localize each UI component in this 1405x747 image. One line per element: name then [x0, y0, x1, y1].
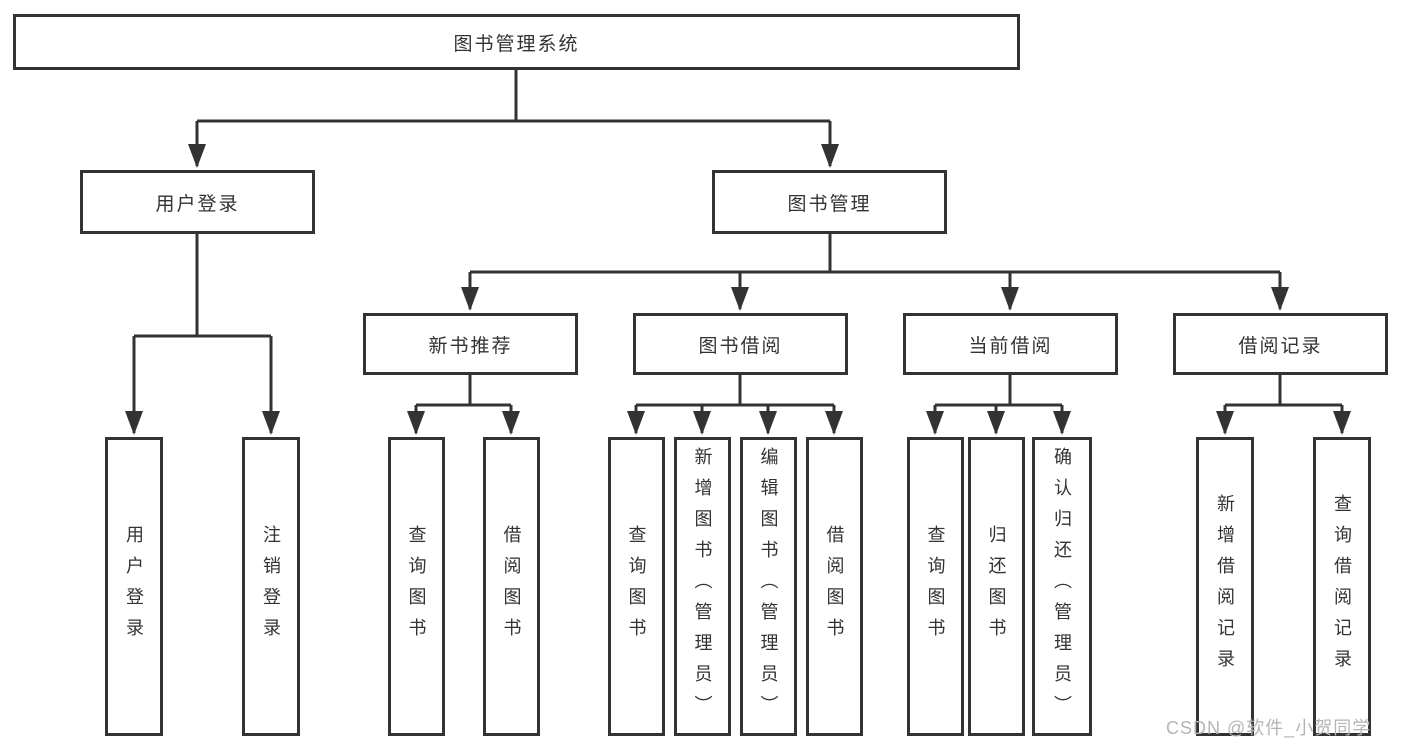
leaf-confirm-return-admin: 确认归还（管理员） [1032, 437, 1092, 736]
leaf-query-books-current: 查询图书 [907, 437, 964, 736]
node-book-management: 图书管理 [712, 170, 947, 234]
leaf-query-books-borrowing-label: 查询图书 [626, 524, 647, 649]
leaf-confirm-return-admin-label: 确认归还（管理员） [1052, 447, 1072, 726]
node-borrowing-records: 借阅记录 [1173, 313, 1388, 375]
leaf-user-login-label: 用户登录 [124, 524, 144, 649]
leaf-add-books-admin: 新增图书（管理员） [674, 437, 731, 736]
node-book-borrowing: 图书借阅 [633, 313, 848, 375]
leaf-borrow-books-borrowing: 借阅图书 [806, 437, 863, 736]
leaf-user-login: 用户登录 [105, 437, 163, 736]
leaf-logout-label: 注销登录 [261, 524, 281, 649]
leaf-logout: 注销登录 [242, 437, 300, 736]
node-library-system-label: 图书管理系统 [453, 33, 580, 55]
node-new-book-recommend-label: 新书推荐 [428, 335, 513, 357]
leaf-query-borrow-record: 查询借阅记录 [1313, 437, 1371, 736]
node-user-login: 用户登录 [80, 170, 315, 234]
leaf-add-borrow-record-label: 新增借阅记录 [1215, 493, 1235, 680]
leaf-add-books-admin-label: 新增图书（管理员） [692, 447, 713, 726]
watermark: CSDN @软件_小贺同学 [1166, 718, 1372, 738]
node-book-management-label: 图书管理 [787, 193, 872, 215]
leaf-query-borrow-record-label: 查询借阅记录 [1332, 493, 1352, 680]
leaf-return-books: 归还图书 [968, 437, 1025, 736]
node-current-borrowing-label: 当前借阅 [968, 335, 1053, 357]
leaf-add-borrow-record: 新增借阅记录 [1196, 437, 1254, 736]
leaf-borrow-books-recommend-label: 借阅图书 [501, 524, 522, 649]
node-borrowing-records-label: 借阅记录 [1238, 335, 1323, 357]
leaf-query-books-current-label: 查询图书 [925, 524, 946, 649]
leaf-query-books-borrowing: 查询图书 [608, 437, 665, 736]
leaf-return-books-label: 归还图书 [986, 524, 1007, 649]
node-user-login-label: 用户登录 [155, 193, 240, 215]
leaf-borrow-books-borrowing-label: 借阅图书 [824, 524, 845, 649]
leaf-edit-books-admin-label: 编辑图书（管理员） [758, 447, 779, 726]
node-book-borrowing-label: 图书借阅 [698, 335, 783, 357]
node-current-borrowing: 当前借阅 [903, 313, 1118, 375]
leaf-query-books-recommend: 查询图书 [388, 437, 445, 736]
leaf-borrow-books-recommend: 借阅图书 [483, 437, 540, 736]
leaf-query-books-recommend-label: 查询图书 [406, 524, 427, 649]
node-new-book-recommend: 新书推荐 [363, 313, 578, 375]
leaf-edit-books-admin: 编辑图书（管理员） [740, 437, 797, 736]
node-library-system: 图书管理系统 [13, 14, 1020, 70]
